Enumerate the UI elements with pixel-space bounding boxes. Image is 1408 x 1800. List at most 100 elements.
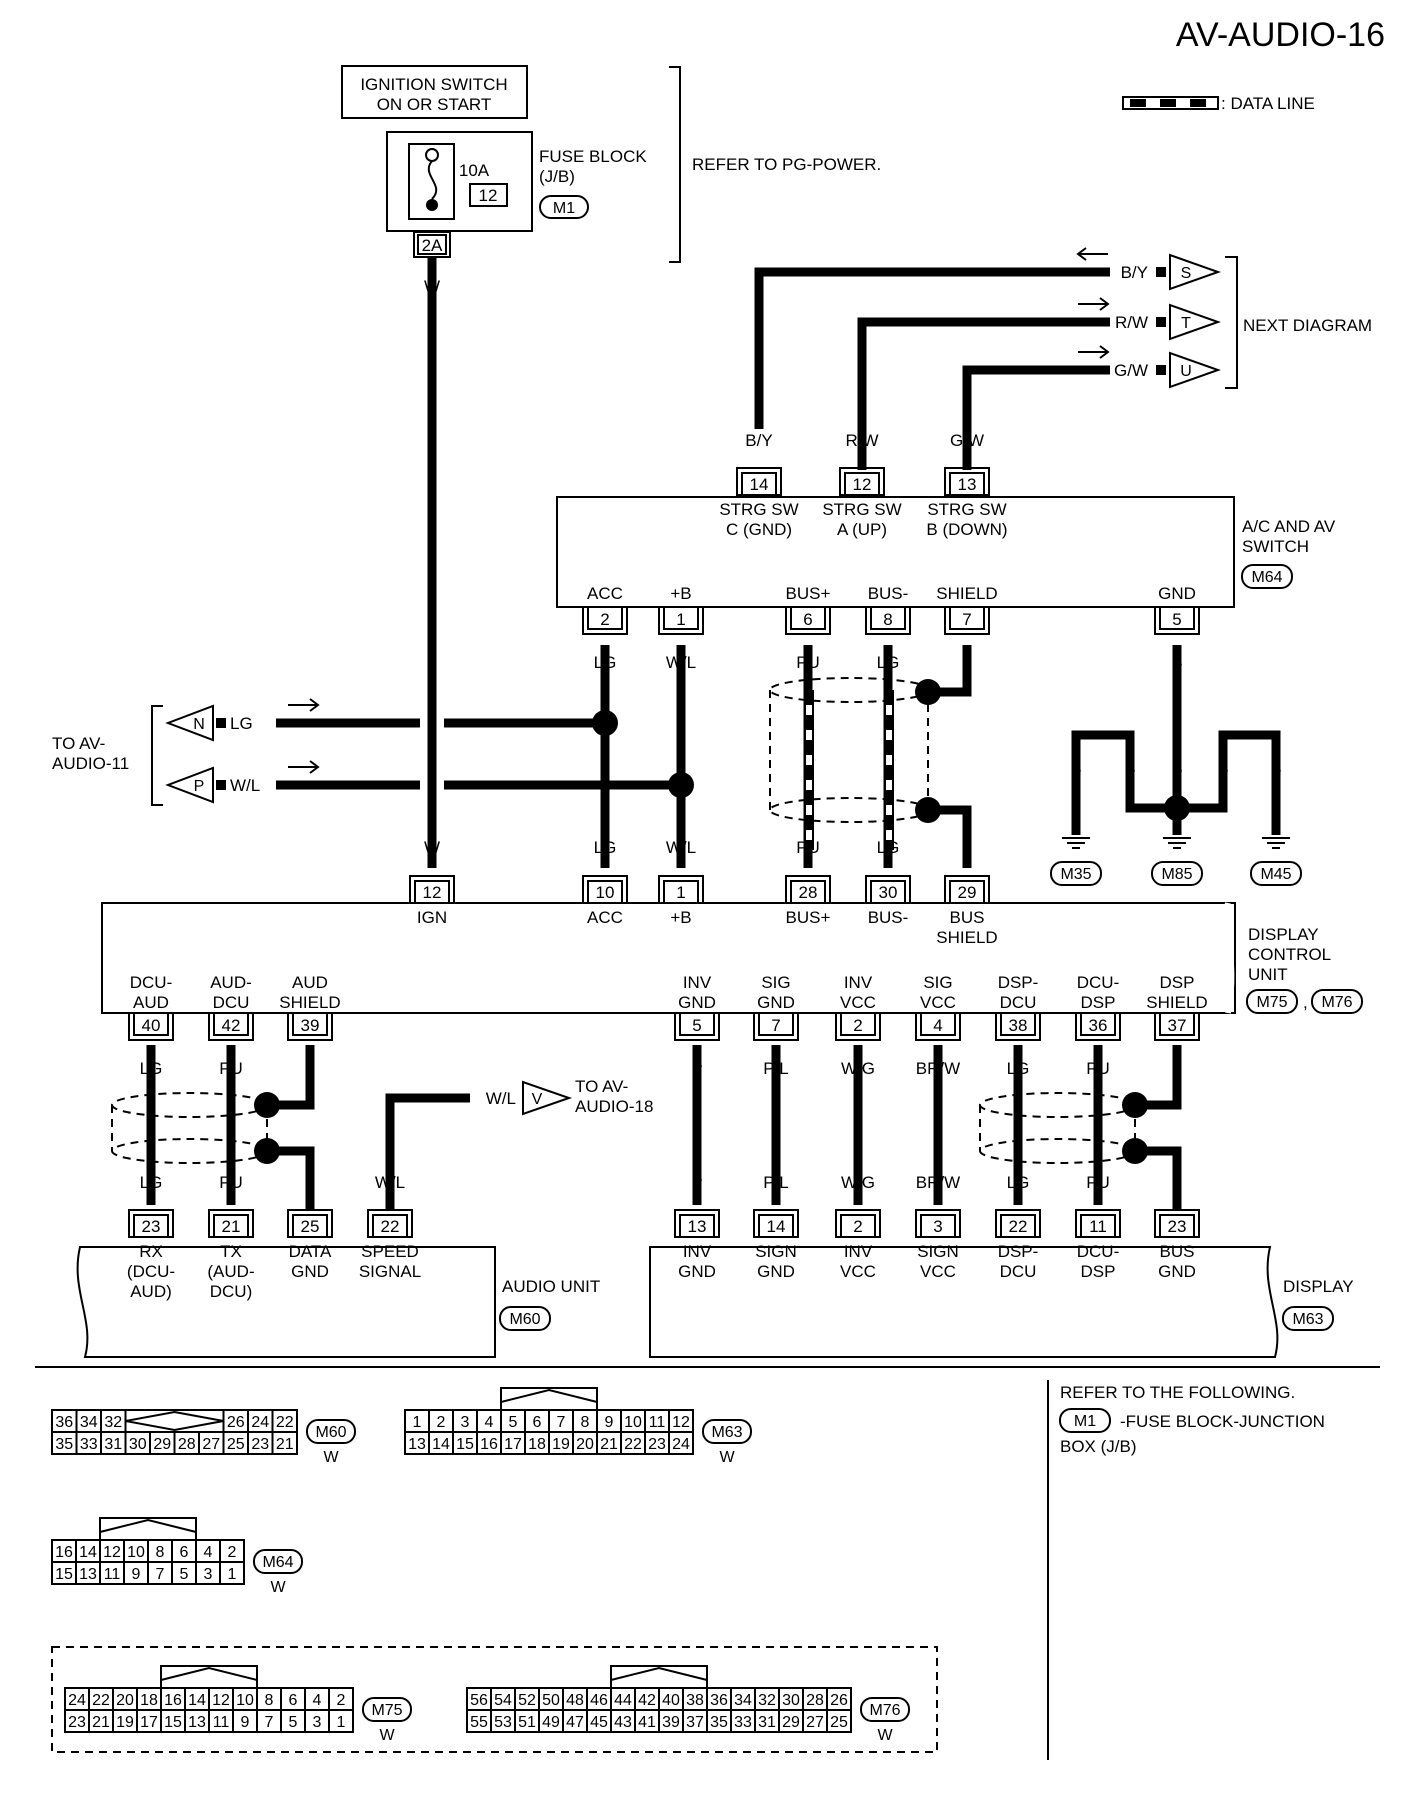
dcu-top-pin-5: 29 <box>944 875 990 904</box>
connector-m63-cell: 13 <box>408 1436 426 1453</box>
connector-m75-cell: 12 <box>212 1692 230 1709</box>
ac-bot-name-1: +B <box>670 584 691 603</box>
dcu-bot-pin-4: 7 <box>753 1012 799 1041</box>
connector-m75-cell: 17 <box>140 1714 158 1731</box>
dcu-top-pin-1-num: 10 <box>596 883 615 902</box>
ac-bot-pin-4: 7 <box>944 606 990 635</box>
connector-m63-cell: 8 <box>581 1414 590 1431</box>
dcu-top-color-2: W/L <box>666 838 696 857</box>
connector-m64-cell: 5 <box>180 1566 189 1583</box>
connector-m63-cell: 21 <box>600 1436 618 1453</box>
dcu-bot-pin-5-num: 2 <box>853 1016 862 1035</box>
ac-bot-pin-0-num: 2 <box>600 610 609 629</box>
dcu-bot-pin-1-num: 42 <box>222 1016 241 1035</box>
audio-pin-color-1: PU <box>219 1173 243 1192</box>
ac-bot-color-3: LG <box>877 653 900 672</box>
ac-bot-name-0: ACC <box>587 584 623 603</box>
av11-color-0: LG <box>230 714 253 733</box>
dcu-bot-label2-7: DCU <box>1000 993 1037 1012</box>
connector-m64-cell: 15 <box>55 1566 73 1583</box>
fuse-block-name-1: FUSE BLOCK <box>539 147 647 166</box>
refer-power: REFER TO PG-POWER. <box>692 155 881 174</box>
dcu-bot-pin-6-num: 4 <box>933 1016 942 1035</box>
dcu-bot-pin-9: 37 <box>1154 1012 1200 1041</box>
connector-m76-cell: 54 <box>494 1692 512 1709</box>
ac-bot-pin-2: 6 <box>785 606 831 635</box>
audio-pin-label1-1: TX <box>220 1242 242 1261</box>
dcu-bot-label2-9: SHIELD <box>1146 993 1207 1012</box>
dcu-top-label2-5: SHIELD <box>936 928 997 947</box>
junction-dots <box>254 679 1190 1164</box>
av11-letter-1: P <box>194 778 205 795</box>
connector-m63-cell: 16 <box>480 1436 498 1453</box>
data-line-legend: : DATA LINE <box>1122 94 1315 113</box>
display-pins: P13INVGNDP/L14SIGNGNDW/G2INVVCCBR/W3SIGN… <box>674 1173 1200 1281</box>
connector-m76-cell: 35 <box>710 1714 728 1731</box>
dcu-bot-color-1: PU <box>219 1059 243 1078</box>
display-pin-5: 11 <box>1075 1209 1121 1238</box>
ac-bot-name-2: BUS+ <box>786 584 831 603</box>
display-pin-6: 23 <box>1154 1209 1200 1238</box>
ac-top-pin-2-num: 13 <box>958 475 977 494</box>
audio-pin-color-3: W/L <box>375 1173 405 1192</box>
dcu-top-color-0: W <box>424 838 440 857</box>
connector-m60-color: W <box>323 1449 339 1466</box>
dcu-bot-pin-7-num: 38 <box>1009 1016 1028 1035</box>
ac-top-color-1: R/W <box>845 431 878 450</box>
dcu-top-pin-3-num: 28 <box>799 883 818 902</box>
display-pin-label1-3: SIGN <box>917 1242 959 1261</box>
audio-pin-color-0: LG <box>140 1173 163 1192</box>
ignition-label-1: IGNITION SWITCH <box>360 75 507 94</box>
connector-m76-cell: 26 <box>830 1692 848 1709</box>
to-av18-2: AUDIO-18 <box>575 1097 653 1116</box>
connector-m75-color: W <box>379 1727 395 1744</box>
dcu-bot-pin-2-num: 39 <box>301 1016 320 1035</box>
display-pin-label1-0: INV <box>683 1242 712 1261</box>
connector-m60-cell: 30 <box>129 1436 147 1453</box>
connector-m75-cell: 9 <box>241 1714 250 1731</box>
dcu-top-pin-2-num: 1 <box>676 883 685 902</box>
next-diagram-color-0: B/Y <box>1121 263 1148 282</box>
dcu-bot-label1-3: INV <box>683 973 712 992</box>
connector-m75-cell: 4 <box>313 1692 322 1709</box>
ac-bot-color-2: PU <box>796 653 820 672</box>
connector-m76-cell: 56 <box>470 1692 488 1709</box>
display-pin-label2-5: DSP <box>1081 1262 1116 1281</box>
ac-av-switch-box <box>556 496 1235 608</box>
ac-top-label1-1: STRG SW <box>822 500 901 519</box>
connector-m63-color: W <box>719 1449 735 1466</box>
ac-top-pin-0: 14 <box>736 467 782 496</box>
connector-m64-cell: 14 <box>79 1544 97 1561</box>
dcu-bot-pin-1: 42 <box>208 1012 254 1041</box>
dcu-conn-1: M75 <box>1256 994 1287 1011</box>
connector-m76-cell: 33 <box>734 1714 752 1731</box>
dcu-bot-pin-2: 39 <box>287 1012 333 1041</box>
connector-m76-cell: 43 <box>614 1714 632 1731</box>
connector-m60-id: M60 <box>315 1424 346 1441</box>
display-pin-color-3: BR/W <box>916 1173 960 1192</box>
audio-unit-conn: M60 <box>509 1311 540 1328</box>
connector-m64-cell: 10 <box>127 1544 145 1561</box>
ac-bot-pin-3: 8 <box>865 606 911 635</box>
dcu-bot-label1-0: DCU- <box>130 973 173 992</box>
ac-top-pin-1: 12 <box>839 467 885 496</box>
display-pin-label2-3: VCC <box>920 1262 956 1281</box>
dcu-name-3: UNIT <box>1248 965 1288 984</box>
connector-m64-cell: 2 <box>228 1544 237 1561</box>
audio-pin-label1-2: DATA <box>289 1242 332 1261</box>
display-pin-color-5: PU <box>1086 1173 1110 1192</box>
connector-m60-cell: 31 <box>104 1436 122 1453</box>
data-lines <box>804 690 894 850</box>
connector-m63-cell: 24 <box>672 1436 690 1453</box>
connector-m76-cell: 42 <box>638 1692 656 1709</box>
display-pin-label2-1: GND <box>757 1262 795 1281</box>
connector-m64-cell: 16 <box>55 1544 73 1561</box>
audio-pin-label1-3: SPEED <box>361 1242 419 1261</box>
audio-pin-2: 25 <box>287 1209 333 1238</box>
connector-m63-cell: 6 <box>533 1414 542 1431</box>
connector-m76-cell: 47 <box>566 1714 584 1731</box>
audio-pin-label2-1: (AUD- <box>207 1262 254 1281</box>
